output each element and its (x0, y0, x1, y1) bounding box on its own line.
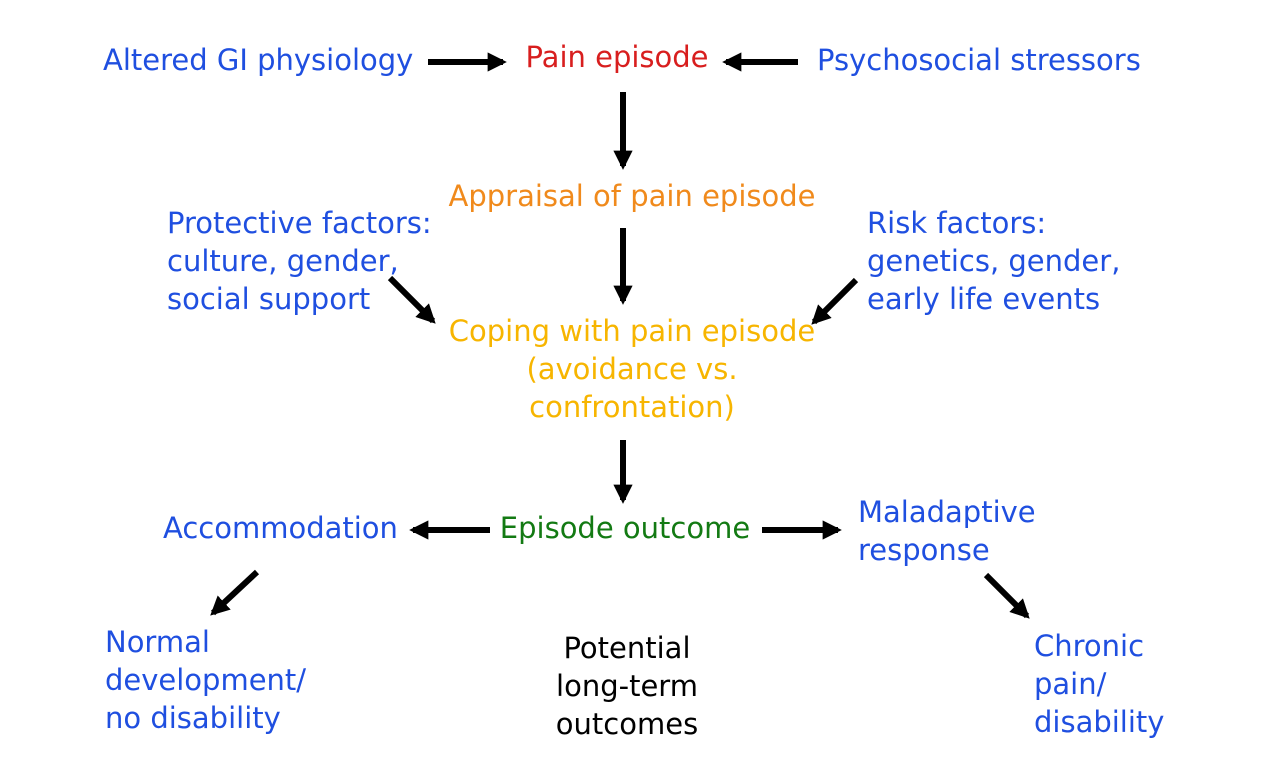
node-psychosocial-stressors: Psychosocial stressors (817, 43, 1141, 77)
node-risk-factors: Risk factors: genetics, gender, early li… (867, 206, 1121, 316)
node-appraisal: Appraisal of pain episode (448, 179, 816, 213)
node-normal-development: Normal development/ no disability (105, 625, 307, 735)
node-coping: Coping with pain episode (avoidance vs. … (448, 314, 816, 424)
node-protective-factors: Protective factors: culture, gender, soc… (167, 206, 432, 316)
node-accommodation: Accommodation (163, 511, 398, 545)
node-potential-outcomes: Potential long-term outcomes (555, 631, 699, 741)
node-chronic-pain: Chronic pain/ disability (1034, 629, 1165, 739)
arrow-protective-to-coping (387, 275, 436, 324)
node-altered-gi-physiology: Altered GI physiology (103, 43, 414, 77)
node-episode-outcome: Episode outcome (499, 511, 751, 545)
arrow-accommodation-to-normal (210, 569, 260, 616)
node-pain-episode: Pain episode (525, 40, 709, 74)
arrow-risk-to-coping (811, 277, 859, 325)
node-maladaptive-response: Maladaptive response (858, 495, 1036, 567)
arrow-maladaptive-to-chronic (983, 572, 1030, 619)
